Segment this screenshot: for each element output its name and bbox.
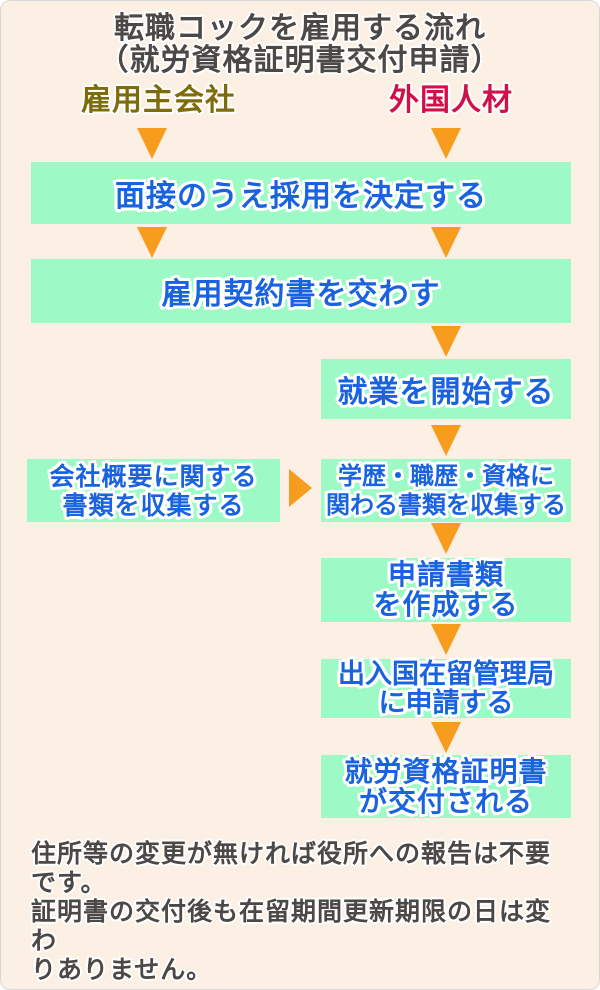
step-apply-immigration-bureau: 出入国在留管理局 に申請する xyxy=(321,659,571,718)
step-employment-contract: 雇用契約書を交わす xyxy=(31,259,571,323)
down-arrow-icon xyxy=(431,523,461,554)
step-label-line1: 学歴・職歴・資格に xyxy=(338,461,554,490)
step-label-line1: 就労資格証明書 xyxy=(344,754,548,788)
title-line2: （就労資格証明書交付申請） xyxy=(98,43,502,78)
footnote-line3: 証明書の交付後も在留期間更新期限の日は変わ xyxy=(31,897,552,955)
step-label-line2: 書類を収集する xyxy=(62,490,245,520)
step-label: 就業を開始する xyxy=(337,375,555,410)
step-label-line2: 関わる書類を収集する xyxy=(326,490,566,519)
down-arrow-icon xyxy=(431,425,461,456)
down-arrow-icon xyxy=(431,722,461,753)
step-label-line1: 会社概要に関する xyxy=(49,461,258,491)
footnote-line1: 住所等の変更が無ければ役所への報告は不要 xyxy=(31,839,552,868)
step-collect-personal-documents: 学歴・職歴・資格に 関わる書類を収集する xyxy=(321,459,571,522)
step-prepare-application: 申請書類 を作成する xyxy=(321,558,571,622)
page-title: 転職コックを雇用する流れ （就労資格証明書交付申請） xyxy=(1,13,599,77)
title-line1: 転職コックを雇用する流れ xyxy=(114,11,486,46)
column-header-employer: 雇用主会社 xyxy=(81,83,236,118)
down-arrow-icon xyxy=(431,227,461,258)
step-decide-hiring: 面接のうえ採用を決定する xyxy=(31,162,571,224)
step-label: 面接のうえ採用を決定する xyxy=(115,179,487,214)
step-label-line2: を作成する xyxy=(373,588,519,621)
down-arrow-icon xyxy=(431,128,461,159)
step-label-line1: 出入国在留管理局 xyxy=(338,658,554,690)
step-start-working: 就業を開始する xyxy=(321,359,571,419)
column-header-foreign: 外国人材 xyxy=(389,83,513,118)
footnote: 住所等の変更が無ければ役所への報告は不要 です。 証明書の交付後も在留期間更新期… xyxy=(31,839,576,984)
step-label: 雇用契約書を交わす xyxy=(161,277,441,312)
down-arrow-icon xyxy=(137,227,167,258)
step-label-line1: 申請書類 xyxy=(387,558,504,591)
step-label-line2: に申請する xyxy=(378,687,514,719)
step-collect-company-documents: 会社概要に関する 書類を収集する xyxy=(27,459,280,522)
footnote-line2: です。 xyxy=(31,868,107,897)
down-arrow-icon xyxy=(431,624,461,655)
right-arrow-icon xyxy=(289,469,312,507)
step-certificate-issued: 就労資格証明書 が交付される xyxy=(321,755,571,818)
down-arrow-icon xyxy=(431,326,461,357)
footnote-line4: りありません。 xyxy=(31,955,213,984)
step-label-line2: が交付される xyxy=(358,784,533,818)
down-arrow-icon xyxy=(137,128,167,159)
